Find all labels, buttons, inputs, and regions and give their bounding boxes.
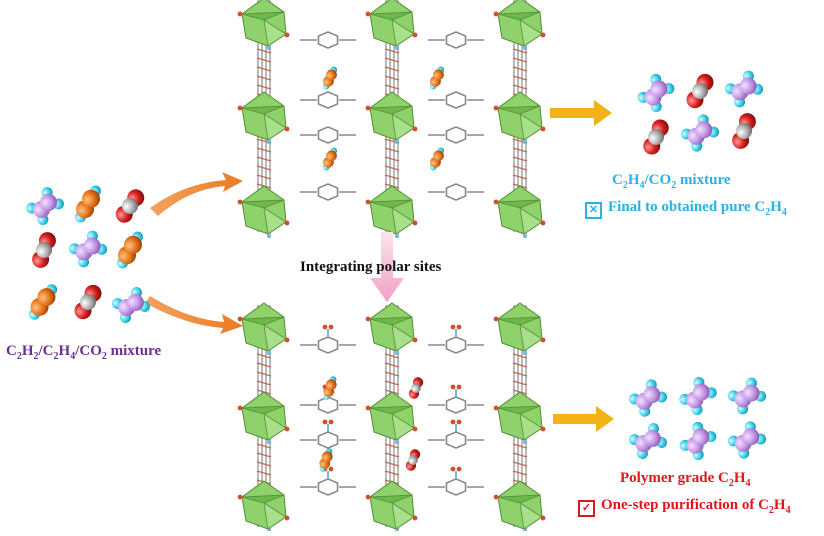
bottom-output-ethylene-molecule [679, 421, 717, 461]
pore-guest-acetylene-molecule [429, 66, 445, 90]
feed-ethylene-molecule [68, 230, 108, 268]
bottom-output-ethylene-molecule [679, 376, 717, 416]
bottom-output-grade-label: Polymer grade C2H4 [620, 470, 751, 489]
mof-frameworks [237, 0, 546, 534]
pore-guest-co2-molecule [405, 449, 421, 471]
top-output-note: ✕Final to obtained pure C2H4 [585, 199, 787, 219]
feed-acetylene-molecule [28, 284, 58, 320]
crossed-box-icon: ✕ [585, 202, 602, 219]
top-output-ethylene-molecule [680, 114, 720, 152]
bottom-output-ethylene-molecule [628, 423, 668, 459]
pore-guest-co2-molecule [408, 377, 424, 399]
feed-mixture-label: C2H2/C2H4/CO2 mixture [6, 343, 162, 362]
process-arrows [145, 100, 614, 432]
feed-co2-molecule [74, 284, 102, 320]
gas-molecules [26, 66, 767, 472]
pore-guest-acetylene-molecule [322, 147, 338, 171]
feed-acetylene-molecule [75, 185, 101, 223]
pore-guest-acetylene-molecule [323, 376, 337, 400]
pore-guest-acetylene-molecule [429, 147, 445, 171]
checked-box-icon: ✓ [578, 500, 595, 517]
feed-co2-molecule [32, 232, 56, 268]
mof-framework-pristine [237, 0, 546, 239]
arrow-bottom-output [553, 406, 614, 432]
arrow-feed-to-bottom [145, 296, 243, 334]
arrow-top-to-bottom [370, 232, 404, 302]
top-output-mixture-label: C2H4/CO2 mixture [612, 172, 731, 191]
pore-guest-acetylene-molecule [319, 448, 333, 472]
feed-ethylene-molecule [111, 287, 151, 323]
bottom-output-ethylene-molecule [727, 377, 767, 415]
mof-framework-polar [237, 302, 546, 534]
top-output-ethylene-molecule [724, 70, 764, 108]
top-output-ethylene-molecule [637, 73, 675, 113]
bottom-output-ethylene-molecule [628, 379, 668, 417]
top-output-co2-molecule [686, 73, 714, 109]
top-output-co2-molecule [643, 119, 669, 155]
pore-guest-acetylene-molecule [322, 66, 338, 90]
feed-ethylene-molecule [26, 187, 64, 225]
arrow-feed-to-top [150, 172, 243, 216]
bottom-output-ethylene-molecule [727, 421, 767, 459]
feed-acetylene-molecule [117, 231, 143, 269]
arrow-top-output [550, 100, 612, 126]
integrating-polar-sites-label: Integrating polar sites [300, 259, 442, 275]
feed-co2-molecule [115, 189, 145, 223]
top-output-co2-molecule [732, 113, 756, 149]
bottom-output-note: ✓One-step purification of C2H4 [578, 497, 791, 517]
